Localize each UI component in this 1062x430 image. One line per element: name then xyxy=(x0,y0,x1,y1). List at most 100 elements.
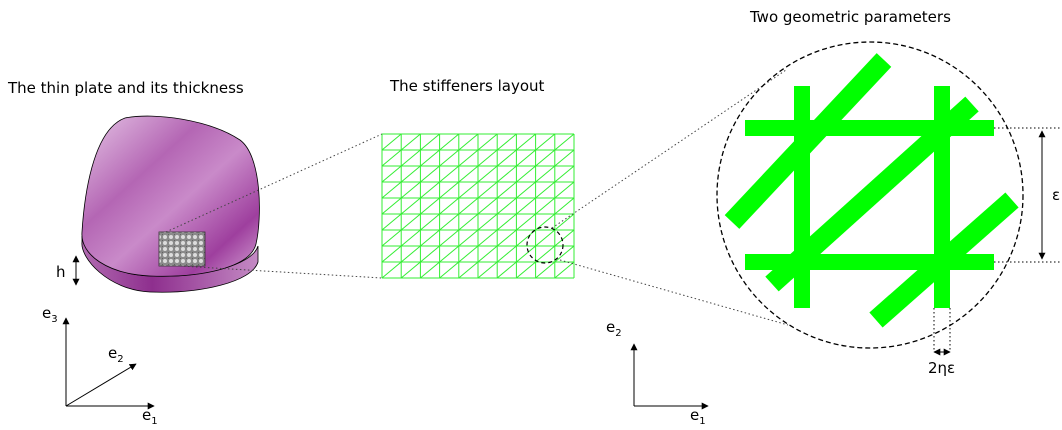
grid-diagonal-line xyxy=(420,197,440,215)
grid-diagonal-line xyxy=(458,149,479,167)
grid-diagonal-line xyxy=(420,149,440,167)
grid-diagonal-line xyxy=(477,245,498,263)
axes-3d xyxy=(62,317,155,410)
grid-diagonal-line xyxy=(420,245,440,263)
layout-title: The stiffeners layout xyxy=(389,77,544,95)
grid-diagonal-line xyxy=(439,213,460,231)
width-dimension xyxy=(933,308,951,356)
grid-diagonal-line xyxy=(381,181,402,199)
grid-diagonal-line xyxy=(516,197,536,215)
grid-diagonal-line xyxy=(554,149,575,167)
grid-diagonal-line xyxy=(516,181,536,199)
grid-diagonal-line xyxy=(400,181,421,199)
grid-diagonal-line xyxy=(554,133,575,151)
grid-diagonal-line xyxy=(535,181,556,199)
stiffener-grid xyxy=(381,133,575,279)
grid-diagonal-line xyxy=(458,133,479,151)
grid-diagonal-line xyxy=(439,165,460,183)
grid-diagonal-line xyxy=(496,133,517,151)
grid-diagonal-line xyxy=(535,261,556,279)
grid-diagonal-line xyxy=(458,245,479,263)
axis-e2 xyxy=(65,363,137,407)
grid-diagonal-line xyxy=(535,213,556,231)
grid-diagonal-line xyxy=(458,261,479,279)
grid-diagonal-line xyxy=(477,213,498,231)
axis-e3-label: e3 xyxy=(42,304,58,325)
grid-diagonal-line xyxy=(458,213,479,231)
grid-diagonal-line xyxy=(496,149,517,167)
grid-diagonal-line xyxy=(477,197,498,215)
grid-diagonal-line xyxy=(439,181,460,199)
grid-diagonal-line xyxy=(554,181,575,199)
plate-detail-square xyxy=(158,231,206,267)
grid-diagonal-line xyxy=(420,213,440,231)
grid-diagonal-line xyxy=(516,213,536,231)
circle-zoom-lines xyxy=(551,69,789,326)
plate-zoom-lines xyxy=(165,133,383,279)
grid-diagonal-line xyxy=(554,165,575,183)
grid-diagonal-line xyxy=(400,149,421,167)
grid-diagonal-line xyxy=(554,213,575,231)
grid-diagonal-line xyxy=(535,165,556,183)
grid-diagonal-line xyxy=(381,133,402,151)
grid-diagonal-line xyxy=(554,229,575,247)
grid-diagonal-line xyxy=(554,197,575,215)
thickness-label: h xyxy=(56,263,66,281)
axis2d-e2-label: e2 xyxy=(606,318,622,339)
grid-diagonal-line xyxy=(400,213,421,231)
grid-diagonal-line xyxy=(477,133,498,151)
grid-diagonal-line xyxy=(420,165,440,183)
grid-diagonal-line xyxy=(381,245,402,263)
grid-diagonal-line xyxy=(400,165,421,183)
grid-diagonal-line xyxy=(516,133,536,151)
grid-diagonal-line xyxy=(477,165,498,183)
detail-circle-group xyxy=(716,41,1024,349)
grid-diagonal-line xyxy=(477,149,498,167)
grid-diagonal-line xyxy=(400,197,421,215)
grid-diagonal-line xyxy=(496,245,517,263)
grid-diagonal-line xyxy=(381,261,402,279)
grid-diagonal-line xyxy=(458,197,479,215)
params-title: Two geometric parameters xyxy=(749,8,951,26)
detail-stiffeners xyxy=(724,53,1019,328)
width-label: 2ηε xyxy=(928,359,955,377)
grid-diagonal-line xyxy=(400,133,421,151)
grid-diagonal-line xyxy=(516,165,536,183)
epsilon-dimension xyxy=(994,127,1062,263)
plate-title: The thin plate and its thickness xyxy=(7,79,244,97)
grid-diagonal-line xyxy=(420,181,440,199)
grid-diagonal-line xyxy=(516,245,536,263)
grid-diagonal-line xyxy=(400,229,421,247)
grid-diagonal-line xyxy=(458,165,479,183)
grid-diagonal-line xyxy=(496,213,517,231)
grid-diagonal-line xyxy=(439,197,460,215)
grid-diagonal-line xyxy=(400,261,421,279)
grid-diagonal-line xyxy=(439,245,460,263)
grid-diagonal-line xyxy=(554,245,575,263)
grid-diagonal-line xyxy=(535,229,556,247)
epsilon-label: ε xyxy=(1052,186,1060,204)
grid-diagonal-line xyxy=(439,133,460,151)
grid-diagonal-line xyxy=(535,133,556,151)
grid-diagonal-line xyxy=(420,261,440,279)
grid-diagonal-line xyxy=(535,149,556,167)
axis-e2-label: e2 xyxy=(108,344,124,365)
grid-diagonal-line xyxy=(381,149,402,167)
grid-diagonal-line xyxy=(458,181,479,199)
grid-diagonal-line xyxy=(496,261,517,279)
grid-diagonal-line xyxy=(381,197,402,215)
grid-diagonal-line xyxy=(400,245,421,263)
grid-diagonal-line xyxy=(496,181,517,199)
axis-e1-label: e1 xyxy=(142,406,158,427)
grid-diagonal-line xyxy=(516,261,536,279)
grid-diagonal-line xyxy=(535,197,556,215)
detail-circle xyxy=(716,41,1024,349)
axes-2d xyxy=(630,343,709,410)
grid-diagonal-line xyxy=(477,261,498,279)
grid-diagonal-line xyxy=(496,165,517,183)
grid-diagonal-line xyxy=(439,229,460,247)
grid-diagonal-line xyxy=(381,165,402,183)
grid-zoom-circle xyxy=(526,226,564,264)
axis2d-e1-label: e1 xyxy=(690,406,706,427)
